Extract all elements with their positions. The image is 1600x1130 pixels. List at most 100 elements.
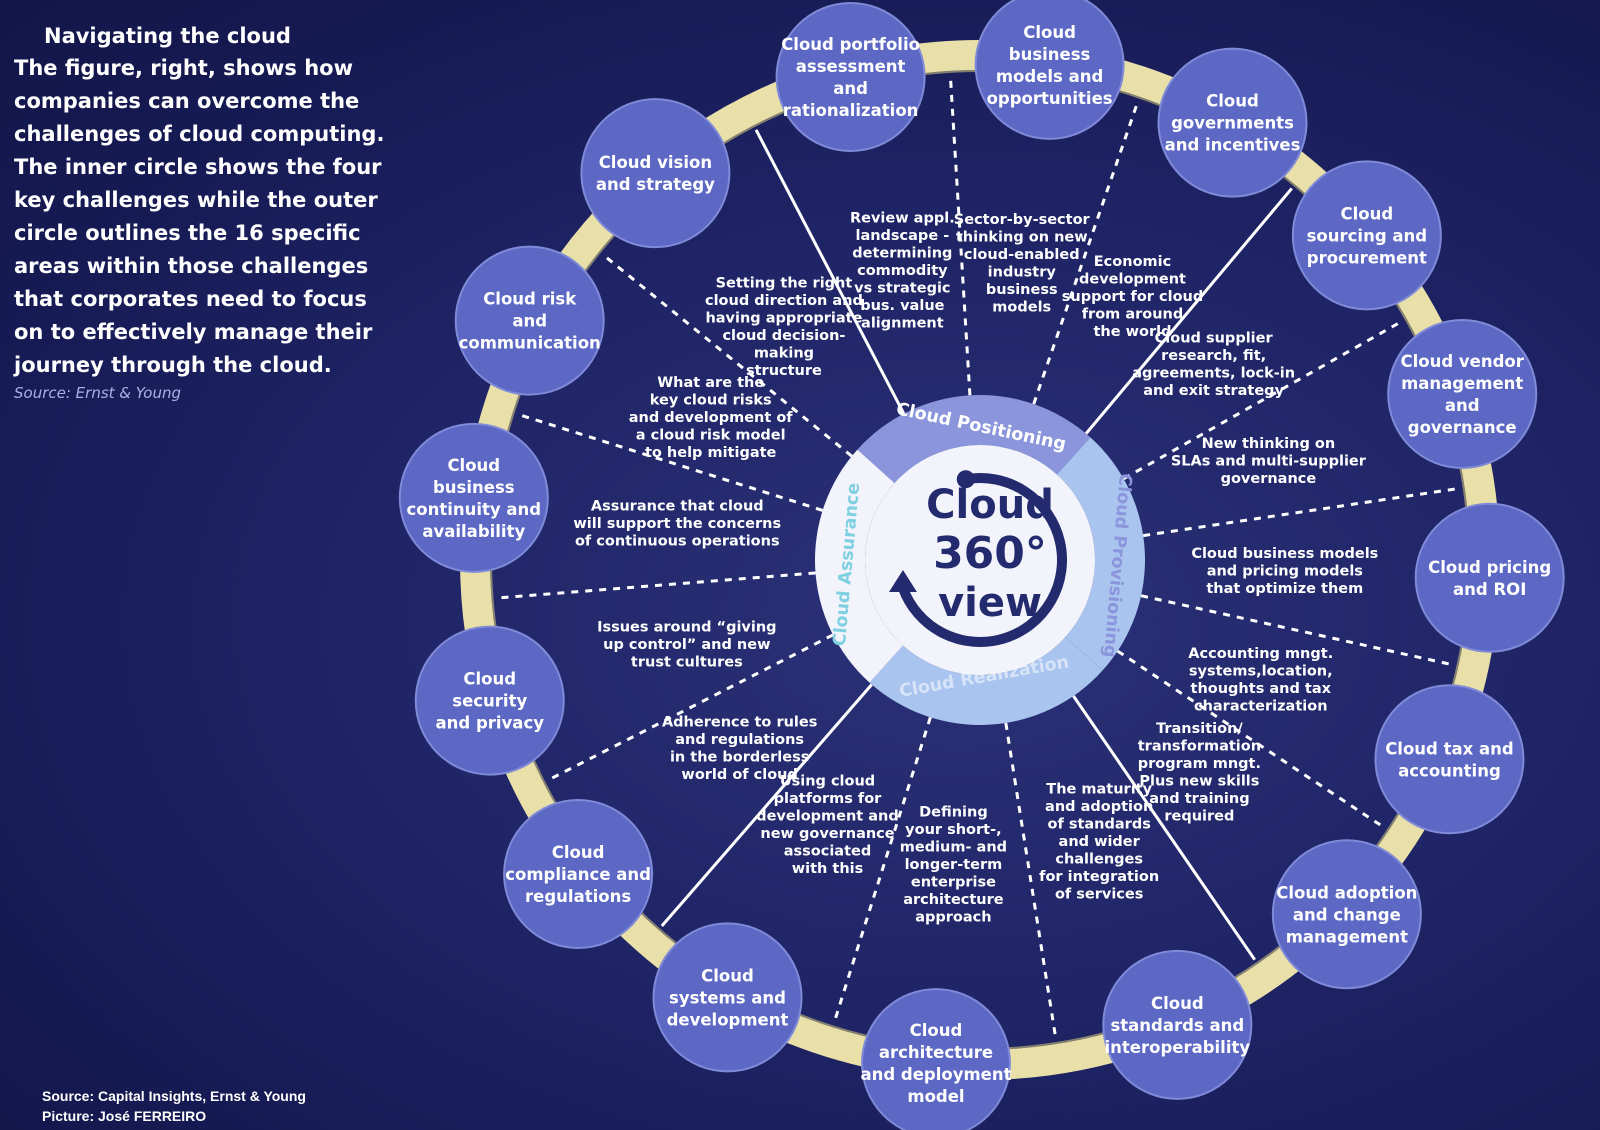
area-circle-label: continuity and [406,500,541,519]
area-description-line: of services [1055,886,1143,902]
credit-source: Source: Capital Insights, Ernst & Young [42,1088,306,1104]
area-description-line: and pricing models [1207,564,1363,580]
area-circle-label: Cloud [1341,204,1394,223]
area-circle-label: assessment [796,57,906,76]
area-description-line: new governance [760,826,894,842]
area-description-line: program mngt. [1138,756,1261,772]
area-description-line: Review appl. [850,211,955,227]
area-circle: Cloud portfolioassessmentandrationalizat… [775,2,926,153]
area-description-line: and development of [629,410,794,426]
area-circle-label: and [512,312,547,331]
area-description-line: research, fit, [1161,348,1266,364]
area-circle-label: management [1401,374,1523,393]
divider-spoke [602,253,853,458]
area-description-line: up control” and new [603,637,770,653]
area-description-line: Adherence to rules [662,715,817,731]
area-description-line: and adoption [1045,799,1153,815]
area-description-line: New thinking on [1202,436,1336,452]
area-circle-label: and ROI [1453,580,1526,599]
area-description-line: in the borderless [670,750,809,766]
area-description-line: will support the concerns [573,516,781,532]
area-description-line: a cloud risk model [636,427,786,443]
area-description-line: determining [852,246,952,262]
area-description-line: Accounting mngt. [1188,646,1333,662]
area-description-line: development [1079,271,1186,287]
area-circle-label: Cloud [463,670,516,689]
area-circle-label: Cloud risk [483,290,577,309]
area-description-line: The maturity [1046,781,1152,797]
area-circle-label: governance [1408,418,1517,437]
area-description-line: and wider [1059,834,1141,850]
area-description-line: thoughts and tax [1191,681,1332,697]
area-description-line: trust cultures [631,655,743,671]
area-description-line: of continuous operations [575,533,780,549]
area-circle-shape [454,245,605,396]
area-circle-label: Cloud [552,843,605,862]
area-circle-label: development [667,1010,789,1029]
area-circle-label: Cloud vendor [1401,352,1525,371]
area-description-line: Sector-by-sector [954,212,1091,228]
area-description-line: Plus new skills [1139,774,1259,790]
area-description-line: challenges [1055,851,1143,867]
area-description-line: landscape - [855,228,949,244]
area-description-line: Transition/ [1156,721,1243,737]
divider-spoke [754,129,906,415]
area-circle-label: business [433,478,515,497]
divider-spoke [516,412,824,512]
area-circle-label: accounting [1398,761,1501,780]
area-circle-shape [974,0,1125,140]
area-description-line: commodity [857,263,948,279]
center-title-line: 360° [933,528,1047,579]
area-description-line: platforms for [774,791,883,807]
rotate-arrow-icon [898,473,1067,647]
divider-spoke [832,716,932,1024]
area-description-line: from around [1082,306,1184,322]
area-description-line: agreements, lock-in [1132,366,1295,382]
area-circle: Cloud sourcing and procurement [1291,160,1442,311]
area-description-line: thinking on new [956,230,1088,246]
divider-spoke [547,633,834,782]
divider-spoke [660,683,873,928]
area-circle-label: Cloud [1151,994,1204,1013]
area-description-line: business [986,282,1058,298]
area-circle-label: and [833,79,868,98]
area-description-line: vs strategic [854,281,950,297]
area-circle-shape [775,2,926,153]
area-description-line: approach [915,909,991,925]
area-circle-label: rationalization [783,101,919,120]
area-description-line: and training [1149,791,1249,807]
area-description-line: for integration [1039,869,1159,885]
area-description-line: governance [1221,471,1317,487]
area-circle-label: Cloud [447,456,500,475]
area-circle-label: architecture [879,1043,993,1062]
area-circle-label: sourcing and [1307,226,1427,245]
area-circle-label: governments [1171,114,1294,133]
area-circle-label: procurement [1307,248,1427,267]
area-circle-label: systems and [669,988,786,1007]
challenge-segment [1056,437,1145,671]
area-description-line: Cloud business models [1191,546,1378,562]
area-circle-label: Cloud vision [599,153,712,172]
area-circle-shape [1414,502,1565,653]
area-description-line: having appropriate [705,311,862,327]
area-description-line: cloud decision- [722,328,845,344]
intro-panel: Navigating the cloud The figure, right, … [14,24,394,402]
area-circle-label: Cloud [1206,92,1259,111]
area-description-line: support for cloud [1062,289,1204,305]
area-circle-label: interoperability [1104,1038,1250,1057]
area-circle-shape [1387,318,1538,469]
rotate-arrow-start-icon [956,470,975,489]
intro-body: The figure, right, shows how companies c… [14,52,394,382]
